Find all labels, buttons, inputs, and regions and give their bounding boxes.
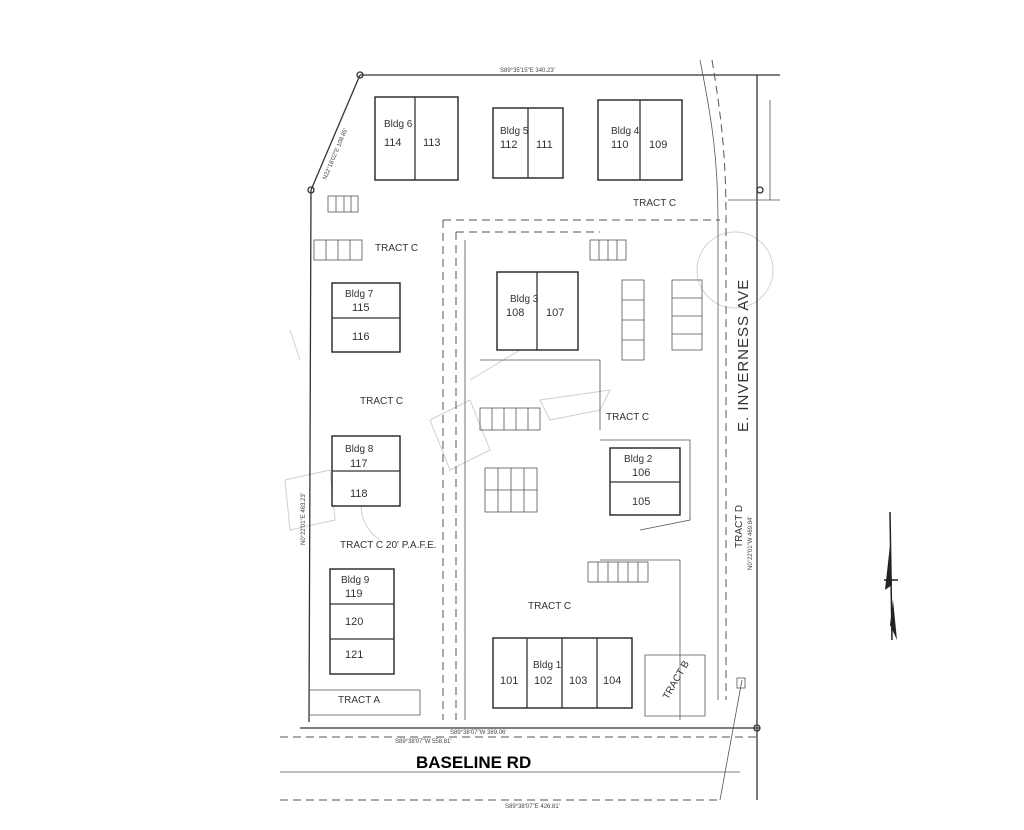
building-label: Bldg 4 (611, 126, 640, 137)
interior-drives (442, 219, 720, 720)
property-boundary (300, 71, 780, 800)
building-1: Bldg 1 101 102 103 104 (492, 637, 633, 709)
bearing-label: N0°22'01"E 463.23' (301, 493, 307, 545)
unit-number: 112 (500, 139, 518, 151)
unit-number: 107 (546, 307, 564, 319)
tract-label: TRACT C (528, 601, 571, 612)
building-label: Bldg 5 (500, 126, 529, 137)
building-7: Bldg 7 115 116 (331, 282, 401, 353)
unit-number: 109 (649, 139, 667, 151)
building-8: Bldg 8 117 118 (331, 435, 401, 507)
unit-number: 106 (632, 467, 650, 479)
building-label: Bldg 1 (533, 660, 562, 671)
unit-number: 108 (506, 307, 524, 319)
building-5: Bldg 5 112 111 (492, 107, 564, 179)
bearing-label: S89°38'07"W 558.81' (395, 739, 452, 745)
street-name-baseline-rd: BASELINE RD (416, 753, 531, 772)
unit-number: 111 (536, 139, 553, 151)
tract-label: TRACT A (338, 695, 380, 706)
unit-number: 118 (350, 488, 368, 500)
tract-label: TRACT C (360, 396, 403, 407)
unit-number: 105 (632, 496, 650, 508)
north-arrow-icon (884, 511, 898, 641)
unit-number: 110 (611, 139, 629, 151)
unit-number: 116 (352, 331, 370, 343)
building-label: Bldg 8 (345, 444, 374, 455)
unit-number: 114 (384, 137, 402, 149)
unit-number: 102 (534, 675, 552, 687)
tract-label: TRACT B (661, 659, 692, 702)
building-9: Bldg 9 119 120 121 (329, 568, 395, 675)
building-label: Bldg 2 (624, 454, 653, 465)
building-2: Bldg 2 106 105 (609, 447, 681, 516)
building-6: Bldg 6 114 113 (374, 96, 459, 181)
unit-number: 104 (603, 675, 621, 687)
unit-number: 101 (500, 675, 518, 687)
unit-number: 117 (350, 458, 368, 470)
tract-label: TRACT C 20' P.A.F.E. (340, 540, 437, 551)
unit-number: 103 (569, 675, 587, 687)
building-3: Bldg 3 108 107 (496, 271, 579, 351)
tract-label: TRACT C (606, 412, 649, 423)
building-label: Bldg 3 (510, 294, 539, 305)
unit-number: 113 (423, 137, 441, 149)
unit-number: 115 (352, 302, 370, 314)
street-name-inverness-ave: E. INVERNESS AVE (735, 279, 752, 432)
bearing-label: N0°22'01"W 469.84' (748, 516, 754, 570)
building-label: Bldg 9 (341, 575, 370, 586)
bearing-label: S89°38'07"W 389.06' (450, 730, 507, 736)
tract-label: TRACT C (633, 198, 676, 209)
building-4: Bldg 4 110 109 (597, 99, 683, 181)
tract-label: TRACT D (734, 505, 745, 548)
parking-stalls (313, 195, 703, 583)
building-label: Bldg 7 (345, 289, 374, 300)
inverness-ave-lines (699, 59, 780, 700)
unit-number: 119 (345, 588, 363, 600)
building-label: Bldg 6 (384, 119, 413, 130)
bearing-label: S89°38'07"E 426.81' (505, 804, 560, 810)
bearing-label: S89°35'15"E 340.23' (500, 68, 555, 74)
unit-number: 121 (345, 649, 363, 661)
baseline-rd-lines (280, 677, 760, 801)
tract-label: TRACT C (375, 243, 418, 254)
unit-number: 120 (345, 616, 363, 628)
